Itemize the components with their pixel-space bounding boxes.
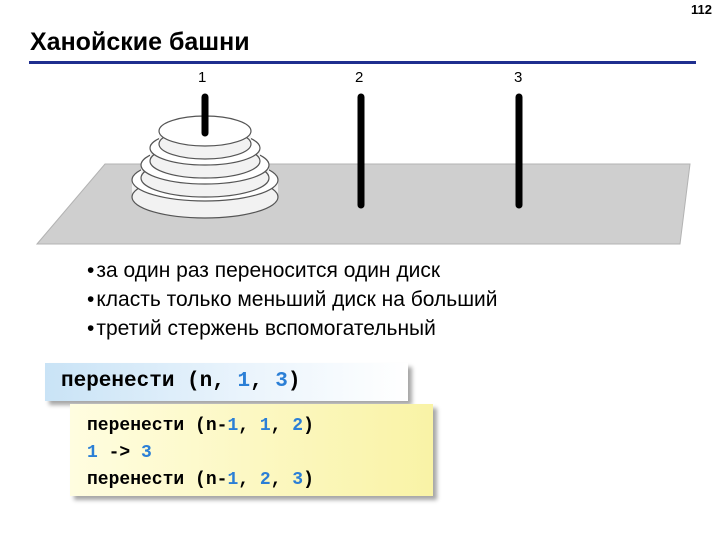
rules-list: за один раз переносится один диск класть… <box>87 256 498 343</box>
code-line-3: перенести (n-1, 2, 3) <box>87 470 314 490</box>
page-number: 112 <box>691 2 712 17</box>
disk-stack <box>131 115 279 219</box>
procedure-signature: перенести (n, 1, 3) <box>45 363 408 401</box>
function-name: перенести <box>61 370 175 393</box>
peg-label-1: 1 <box>198 69 206 86</box>
rule-item: за один раз переносится один диск <box>87 256 498 285</box>
hanoi-towers-illustration: 1 2 3 <box>35 69 691 245</box>
peg-label-2: 2 <box>355 69 363 86</box>
code-line-2: 1 -> 3 <box>87 443 152 463</box>
peg-label-3: 3 <box>514 69 522 86</box>
code-line-1: перенести (n-1, 1, 2) <box>87 416 314 436</box>
slide-title: Ханойские башни <box>30 28 250 56</box>
rule-item: класть только меньший диск на больший <box>87 285 497 314</box>
rule-item: третий стержень вспомогательный <box>87 314 498 343</box>
title-underline <box>29 61 696 64</box>
procedure-body: перенести (n-1, 1, 2) 1 -> 3 перенести (n-… <box>70 404 433 496</box>
